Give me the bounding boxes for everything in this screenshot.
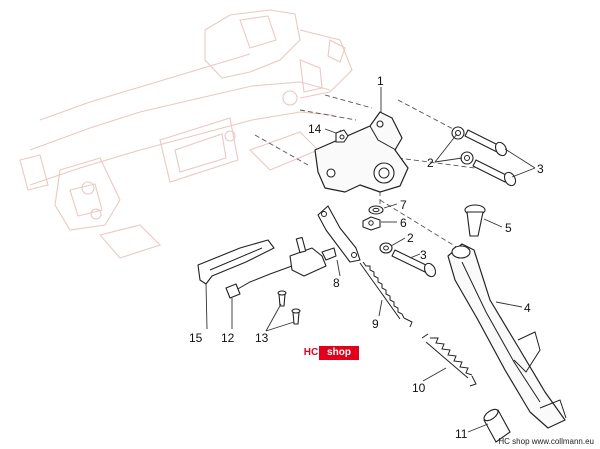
callout-15: 15: [189, 331, 203, 345]
logo-hc-text: HC: [303, 346, 319, 360]
part-14-nut: [335, 129, 349, 143]
callout-12: 12: [221, 331, 235, 345]
part-10-spring-large: [421, 333, 477, 387]
callout-3-lower: 3: [420, 248, 427, 262]
hc-shop-logo: HC shop: [303, 346, 359, 360]
callout-3: 3: [537, 162, 544, 176]
callout-7: 7: [400, 198, 407, 212]
part-7-washer: [368, 205, 384, 215]
callout-8: 8: [333, 276, 340, 290]
part-15-cable-guide: [197, 239, 275, 285]
callout-2: 2: [427, 156, 434, 170]
callout-5: 5: [505, 221, 512, 235]
motorcycle-frame: [19, 9, 353, 259]
callout-1: 1: [377, 74, 384, 88]
leader-lines: [205, 87, 536, 433]
logo-shop-text: shop: [319, 346, 359, 360]
part-5-pivot-pin: [464, 204, 486, 237]
part-9-spring-small: [359, 261, 413, 328]
part-3-bolt-lower: [391, 249, 437, 278]
callout-4: 4: [524, 301, 531, 315]
part-2-washer-lower: [379, 242, 393, 254]
callout-11: 11: [455, 427, 468, 441]
callout-9: 9: [372, 317, 379, 331]
footer-watermark: HC shop www.collmann.eu: [498, 437, 594, 446]
part-13-screws: [277, 290, 301, 325]
part-6-nut: [362, 216, 381, 231]
callout-labels: 1 2 3 14 7 6 2 3 5 4 15 12 13 8 9 10 11: [189, 74, 544, 441]
callout-10: 10: [412, 381, 426, 395]
part-12-switch: [225, 236, 337, 299]
part-4-side-stand: [447, 243, 567, 429]
part-11-foot-cap: [483, 408, 511, 443]
callout-6: 6: [400, 216, 407, 230]
part-1-bracket: [314, 111, 409, 193]
callout-13: 13: [255, 331, 269, 345]
callout-14: 14: [308, 122, 322, 136]
callout-2-lower: 2: [407, 231, 414, 245]
part-3-bolts-upper: [464, 129, 517, 187]
part-8-switch-bracket: [317, 205, 361, 263]
